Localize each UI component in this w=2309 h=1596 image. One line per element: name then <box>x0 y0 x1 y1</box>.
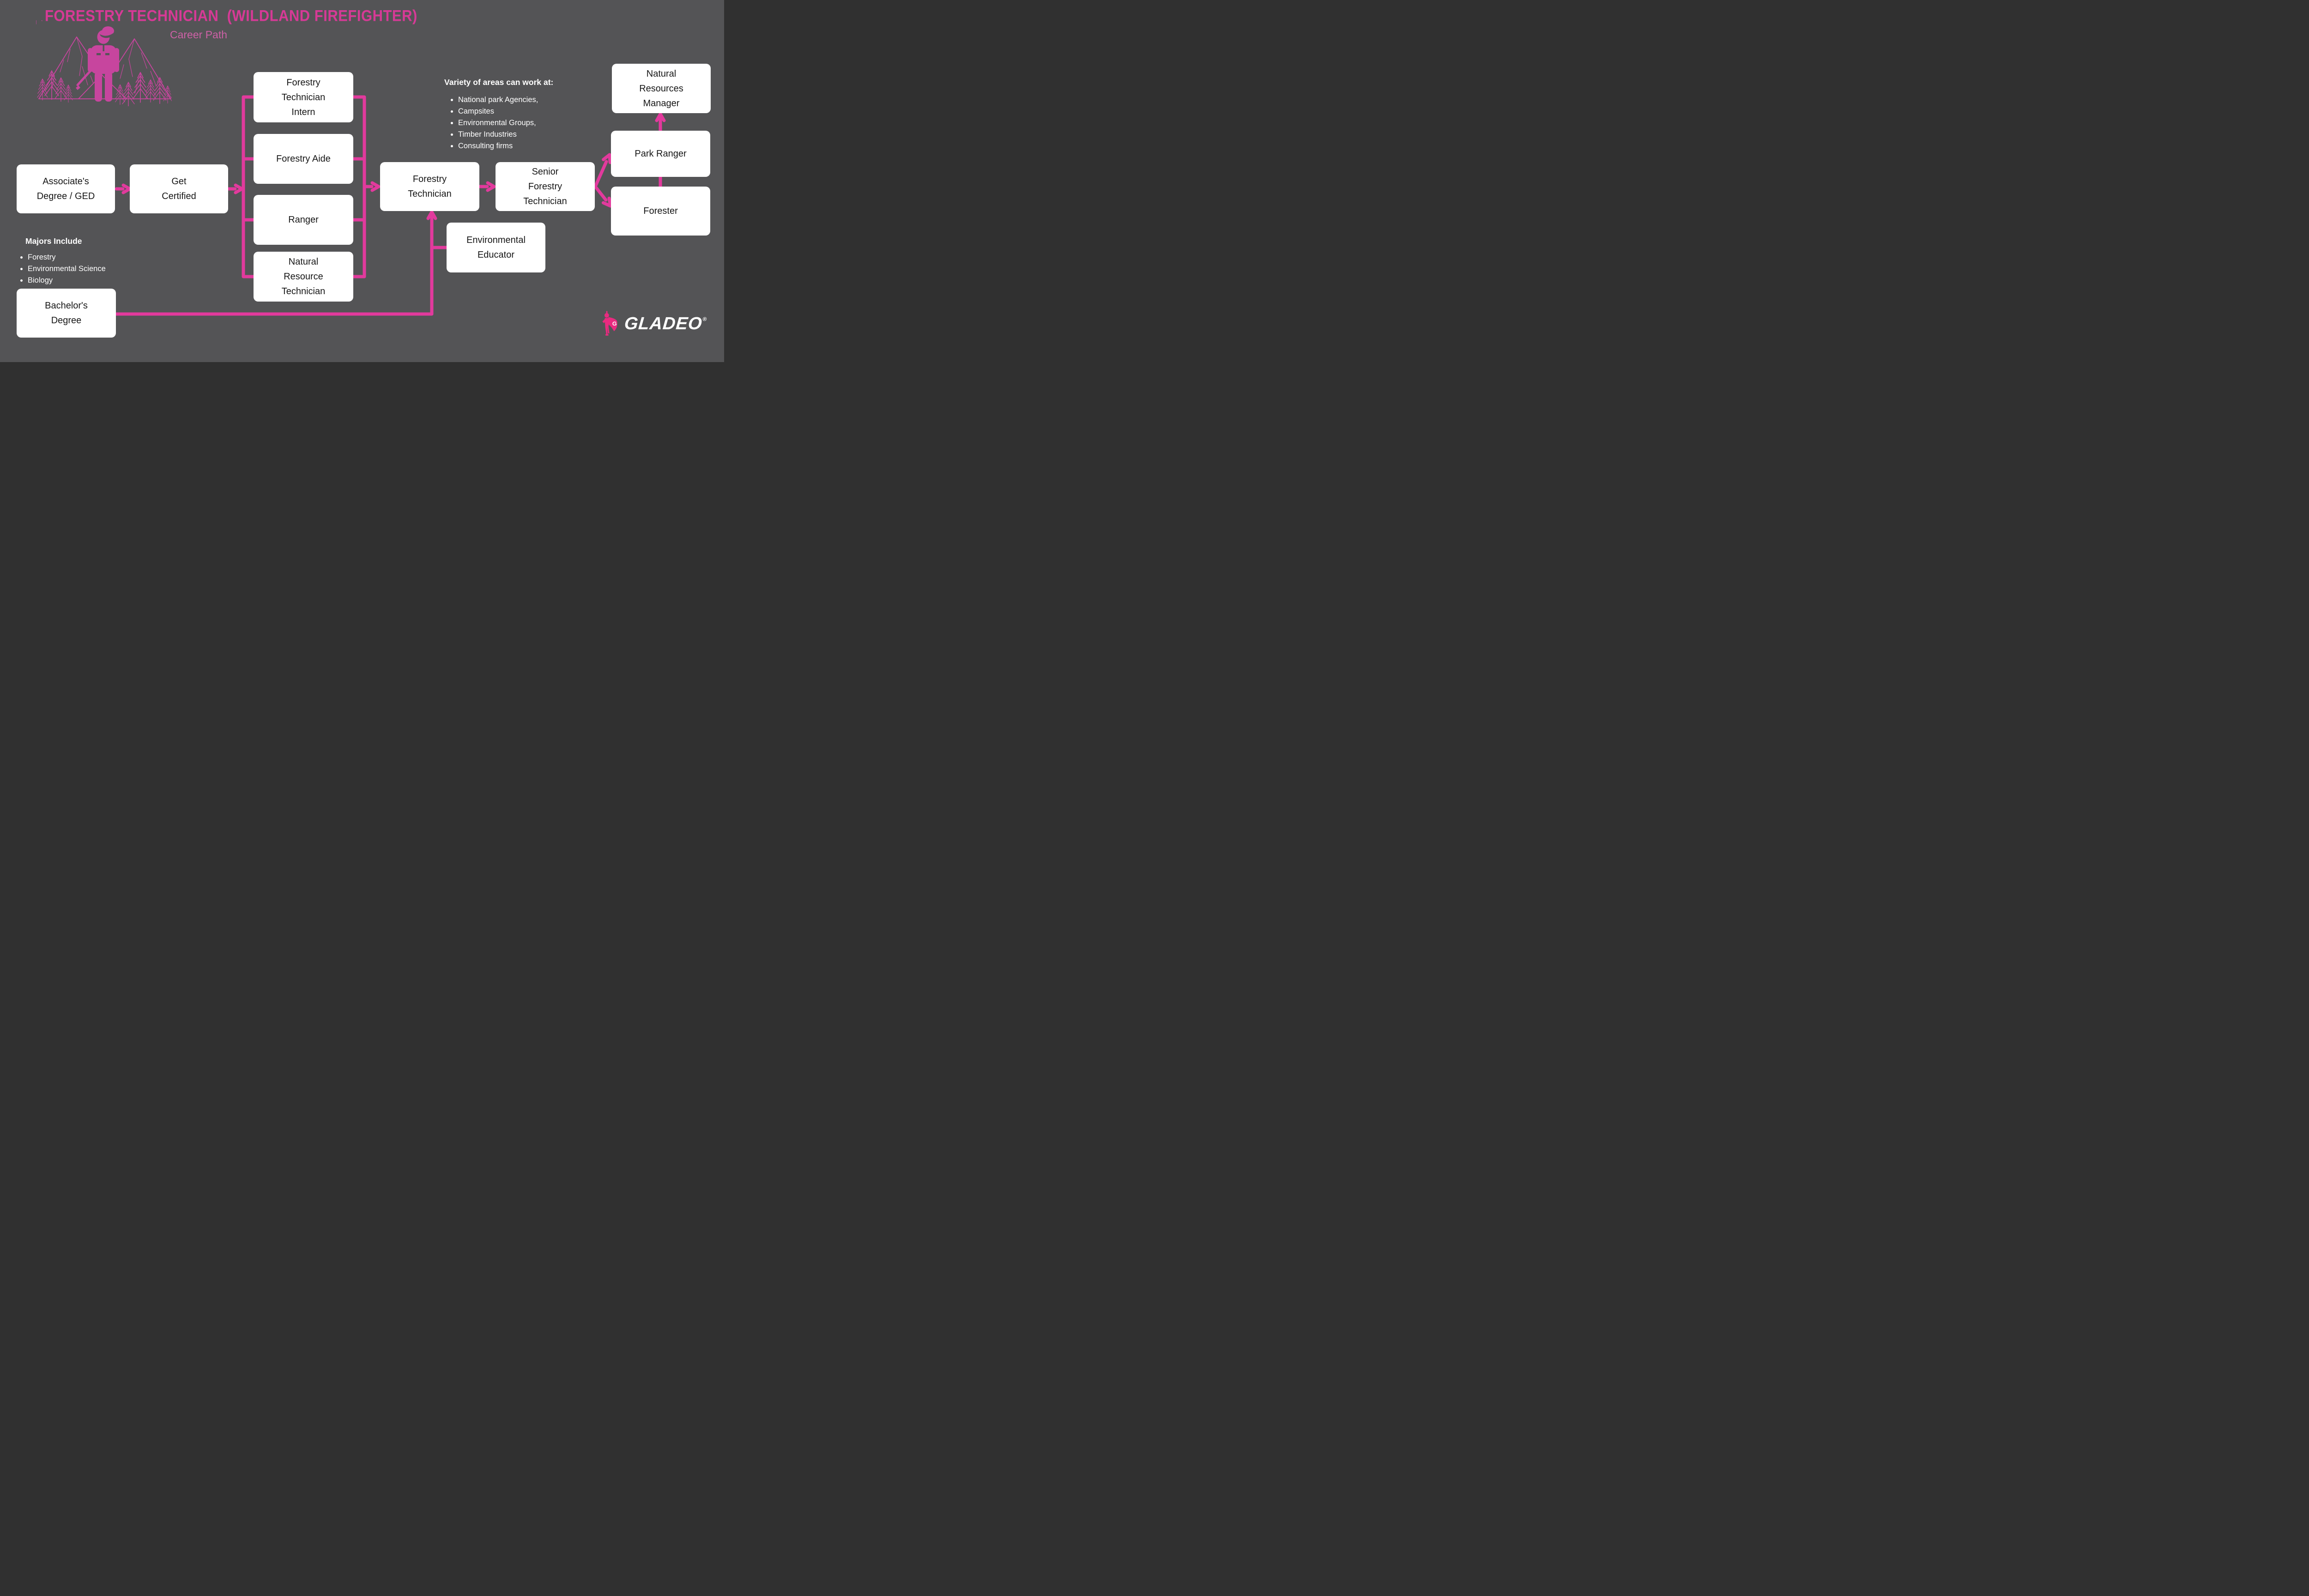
list-item: Timber Industries <box>458 129 538 140</box>
arrowhead-icon <box>121 183 132 194</box>
registered-trademark-icon: ® <box>702 316 707 322</box>
arrow-sft-to-forester <box>593 185 608 202</box>
majors-list: Forestry Environmental Science Biology <box>18 252 106 286</box>
list-item: Forestry <box>28 252 106 263</box>
node-forester: Forester <box>611 187 710 236</box>
node-bachelors-degree: Bachelor's Degree <box>17 289 116 338</box>
career-path-label: Career Path <box>170 29 228 41</box>
list-item: Campsites <box>458 106 538 117</box>
work-areas-list: National park Agencies, Campsites Enviro… <box>449 94 538 152</box>
arrowhead-icon <box>234 183 244 194</box>
infographic-canvas: FORESTRY TECHNICIAN (WILDLAND FIREFIGHTE… <box>0 0 724 362</box>
node-forestry-technician-intern: Forestry Technician Intern <box>254 72 353 122</box>
arrowhead-icon <box>601 196 612 208</box>
list-item: Environmental Groups, <box>458 117 538 129</box>
gladeo-wordmark: GLADEO® <box>623 314 707 333</box>
node-natural-resource-technician: Natural Resource Technician <box>254 252 353 302</box>
gladeo-logo: G GLADEO® <box>601 310 707 337</box>
node-associates-degree: Associate's Degree / GED <box>17 164 115 213</box>
arrowhead-icon <box>486 181 496 192</box>
node-forestry-aide: Forestry Aide <box>254 134 353 184</box>
firefighter-person-icon <box>76 26 119 102</box>
right-rail <box>351 95 366 278</box>
arrowhead-icon <box>602 153 612 164</box>
work-areas-heading: Variety of areas can work at: <box>444 78 554 87</box>
gladeo-mascot-icon: G <box>602 311 617 336</box>
arrowhead-icon <box>426 210 437 220</box>
node-environmental-educator: Environmental Educator <box>447 223 545 272</box>
node-get-certified: Get Certified <box>130 164 228 213</box>
gladeo-text: GLADEO <box>623 314 703 333</box>
mascot-letter: G <box>612 320 617 327</box>
list-item: Biology <box>28 275 106 286</box>
node-senior-forestry-technician: Senior Forestry Technician <box>496 162 595 211</box>
list-item: National park Agencies, <box>458 94 538 106</box>
list-item: Consulting firms <box>458 140 538 152</box>
node-natural-resources-manager: Natural Resources Manager <box>612 64 711 113</box>
arrowhead-icon <box>655 112 666 122</box>
arrow-sft-to-park-ranger <box>593 160 608 188</box>
forestry-scene-illustration <box>36 20 172 106</box>
left-rail <box>242 95 256 278</box>
node-ranger: Ranger <box>254 195 353 245</box>
page-title: FORESTRY TECHNICIAN (WILDLAND FIREFIGHTE… <box>45 6 417 25</box>
majors-heading: Majors Include <box>25 236 82 246</box>
node-forestry-technician: Forestry Technician <box>380 162 479 211</box>
node-park-ranger: Park Ranger <box>611 131 710 177</box>
arrowhead-icon <box>370 181 381 192</box>
list-item: Environmental Science <box>28 263 106 275</box>
